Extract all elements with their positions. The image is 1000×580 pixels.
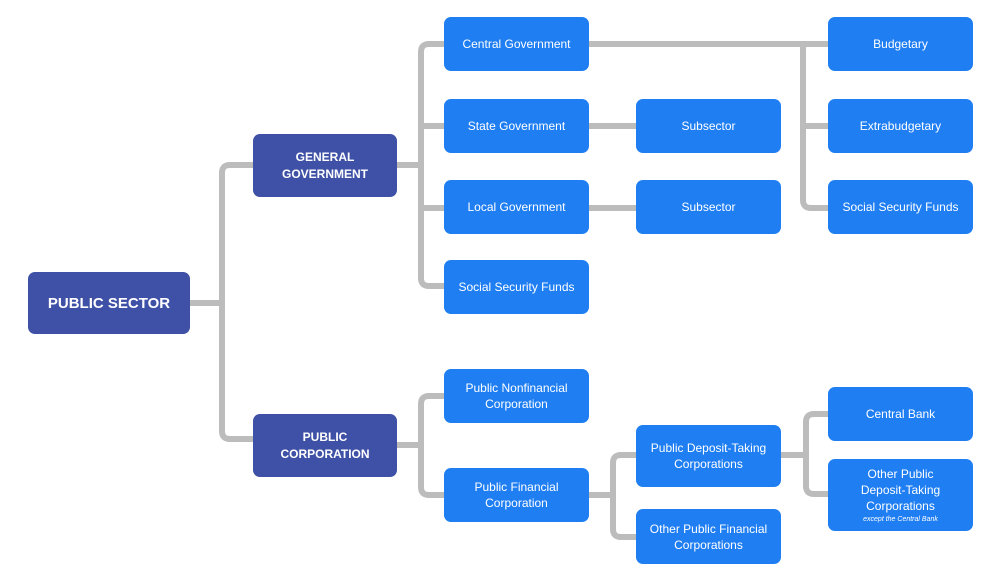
other-public-financial-label: Other Public Financial Corporations (649, 521, 768, 552)
public-deposit-taking-node: Public Deposit-Taking Corporations (636, 425, 781, 487)
central-bank-label: Central Bank (865, 407, 936, 421)
public-deposit-taking-label: Public Deposit-Taking Corporations (650, 441, 767, 471)
state-subsector-node: Subsector (636, 99, 781, 153)
general-government-label: GENERAL GOVERNMENT (281, 149, 368, 181)
extrabudgetary-label: Extrabudgetary (859, 119, 942, 133)
local-subsector-label: Subsector (681, 200, 736, 214)
budgetary-label: Budgetary (873, 37, 928, 51)
public-financial-corporation-node: Public Financial Corporation (444, 468, 589, 522)
local-government-label: Local Government (467, 200, 566, 214)
general-government-node: GENERAL GOVERNMENT (253, 134, 397, 197)
extrabudgetary-node: Extrabudgetary (828, 99, 973, 153)
public-financial-corporation-label: Public Financial Corporation (474, 480, 559, 510)
central-government-label: Central Government (462, 37, 571, 51)
public-sector-node: PUBLIC SECTOR (28, 272, 190, 334)
state-subsector-label: Subsector (681, 119, 736, 133)
central-social-security-label: Social Security Funds (842, 200, 959, 214)
social-security-funds-label: Social Security Funds (458, 280, 575, 294)
public-nonfinancial-corporation-node: Public Nonfinancial Corporation (444, 369, 589, 423)
public-corporation-node: PUBLIC CORPORATION (253, 414, 397, 477)
local-subsector-node: Subsector (636, 180, 781, 234)
public-nonfinancial-corporation-label: Public Nonfinancial Corporation (465, 381, 568, 411)
other-public-financial-node: Other Public Financial Corporations (636, 509, 781, 564)
other-public-deposit-taking-node: Other Public Deposit-Taking Corporations… (828, 459, 973, 531)
central-social-security-node: Social Security Funds (828, 180, 973, 234)
state-government-node: State Government (444, 99, 589, 153)
central-government-node: Central Government (444, 17, 589, 71)
local-government-node: Local Government (444, 180, 589, 234)
public-corporation-label: PUBLIC CORPORATION (280, 429, 370, 461)
other-public-deposit-taking-label: Other Public Deposit-Taking Corporations (860, 467, 941, 513)
central-bank-exception-note: except the Central Bank (863, 516, 938, 523)
public-sector-label: PUBLIC SECTOR (47, 294, 171, 312)
social-security-funds-node: Social Security Funds (444, 260, 589, 314)
budgetary-node: Budgetary (828, 17, 973, 71)
central-bank-node: Central Bank (828, 387, 973, 441)
state-government-label: State Government (467, 119, 566, 133)
